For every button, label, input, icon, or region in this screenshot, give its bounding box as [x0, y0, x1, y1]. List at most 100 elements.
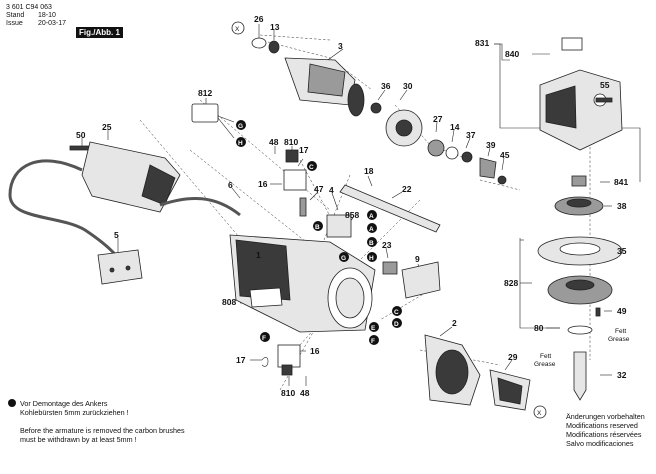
marker-g-right	[367, 237, 377, 247]
callout-32: 32	[617, 370, 627, 380]
marker-a-text: A	[369, 213, 374, 220]
callout-2: 2	[452, 318, 457, 328]
marker-h-right	[339, 252, 349, 262]
callout-9: 9	[415, 254, 420, 264]
part-shapes	[8, 37, 623, 411]
marker-x-bottom	[533, 405, 547, 419]
callout-6: 6	[228, 180, 233, 190]
callout-numbers: 26 13 3 812 50 25 48 810 17 16 47 6 4 85…	[76, 14, 628, 398]
callout-55: 55	[600, 80, 610, 90]
issue-value: 20-03-17	[38, 20, 67, 27]
figure-label: Fig./Abb. 1	[76, 27, 123, 38]
callout-48-bottom: 48	[300, 388, 310, 398]
note-bullet	[8, 399, 16, 407]
callout-36: 36	[381, 81, 391, 91]
callout-3: 3	[338, 41, 343, 51]
modification-es: Salvo modificaciones	[566, 439, 634, 448]
callout-48-top: 48	[269, 137, 279, 147]
marker-h-left-text: H	[238, 140, 243, 147]
callout-26: 26	[254, 14, 264, 24]
fett-label-1: Fett	[615, 328, 626, 335]
marker-x-top	[231, 21, 245, 35]
callout-49: 49	[617, 306, 627, 316]
callout-38: 38	[617, 201, 627, 211]
callout-17-top: 17	[299, 145, 309, 155]
grease-labels: Fett Grease Fett Grease	[534, 328, 630, 368]
callout-39: 39	[486, 140, 496, 150]
note-de-line1: Vor Demontage des Ankers	[20, 399, 108, 408]
modification-en: Modifications reserved	[566, 421, 638, 430]
callout-14: 14	[450, 122, 460, 132]
callout-13: 13	[270, 22, 280, 32]
marker-e-top-text: H	[369, 255, 374, 262]
stand-label: Stand	[6, 12, 25, 19]
marker-b	[313, 221, 323, 231]
callout-35: 35	[617, 246, 627, 256]
callout-50: 50	[76, 130, 86, 140]
grease-label-1: Grease	[608, 336, 630, 343]
stand-value: 18-10	[38, 12, 56, 19]
marker-x-top-text: X	[235, 26, 240, 33]
marker-g-left	[236, 120, 246, 130]
marker-x-bottom-text: X	[537, 410, 542, 417]
marker-g-left-text: G	[238, 123, 243, 130]
callout-810-bottom: 810	[281, 388, 295, 398]
marker-f-bottom	[260, 332, 270, 342]
callout-80: 80	[534, 323, 544, 333]
connection-markers: G H C A B A B G H C D E F F	[8, 21, 547, 419]
marker-e-mid	[369, 322, 379, 332]
marker-h-right-text: G	[341, 255, 346, 262]
note-en-line2: must be withdrawn by at least 5mm !	[20, 435, 137, 444]
callout-23: 23	[382, 240, 392, 250]
callout-810-top: 810	[284, 137, 298, 147]
grease-label-2: Grease	[534, 361, 556, 368]
callout-18: 18	[364, 166, 374, 176]
modification-de: Änderungen vorbehalten	[566, 412, 645, 421]
marker-b-right-text: A	[369, 226, 374, 233]
callout-16-top: 16	[258, 179, 268, 189]
marker-g-right-text: B	[369, 240, 374, 247]
marker-d-top-text: D	[394, 321, 399, 328]
callout-29: 29	[508, 352, 518, 362]
note-de-line2: Kohlebürsten 5mm zurückziehen !	[20, 408, 129, 417]
marker-c-mid	[392, 306, 402, 316]
note-en-line1: Before the armature is removed the carbo…	[20, 426, 185, 435]
callout-30: 30	[403, 81, 413, 91]
marker-h-left	[236, 137, 246, 147]
callout-841: 841	[614, 177, 628, 187]
marker-e-mid-text: E	[371, 325, 376, 332]
callout-812: 812	[198, 88, 212, 98]
callout-25: 25	[102, 122, 112, 132]
callout-47: 47	[314, 184, 324, 194]
doc-number: 3 601 C94 063	[6, 4, 52, 11]
callout-1: 1	[256, 250, 261, 260]
callout-4: 4	[329, 185, 334, 195]
callout-27: 27	[433, 114, 443, 124]
callout-808: 808	[222, 297, 236, 307]
marker-f-mid-text: F	[371, 338, 375, 345]
marker-d-top	[392, 318, 402, 328]
marker-a	[367, 210, 377, 220]
callout-828: 828	[504, 278, 518, 288]
marker-f-bottom-text: F	[262, 335, 266, 342]
callout-17-bottom: 17	[236, 355, 246, 365]
callout-37: 37	[466, 130, 476, 140]
marker-c-top	[307, 161, 317, 171]
callout-858: 858	[345, 210, 359, 220]
callout-45: 45	[500, 150, 510, 160]
marker-c-top-text: C	[309, 164, 314, 171]
callout-840: 840	[505, 49, 519, 59]
marker-c-mid-text: C	[394, 309, 399, 316]
callout-5: 5	[114, 230, 119, 240]
issue-label: Issue	[6, 20, 23, 27]
marker-b-right	[367, 223, 377, 233]
marker-e-top	[367, 252, 377, 262]
callout-16-bottom: 16	[310, 346, 320, 356]
callout-831: 831	[475, 38, 489, 48]
modification-fr: Modifications réservées	[566, 430, 642, 439]
fett-label-2: Fett	[540, 353, 551, 360]
marker-f-mid	[369, 335, 379, 345]
callout-22: 22	[402, 184, 412, 194]
